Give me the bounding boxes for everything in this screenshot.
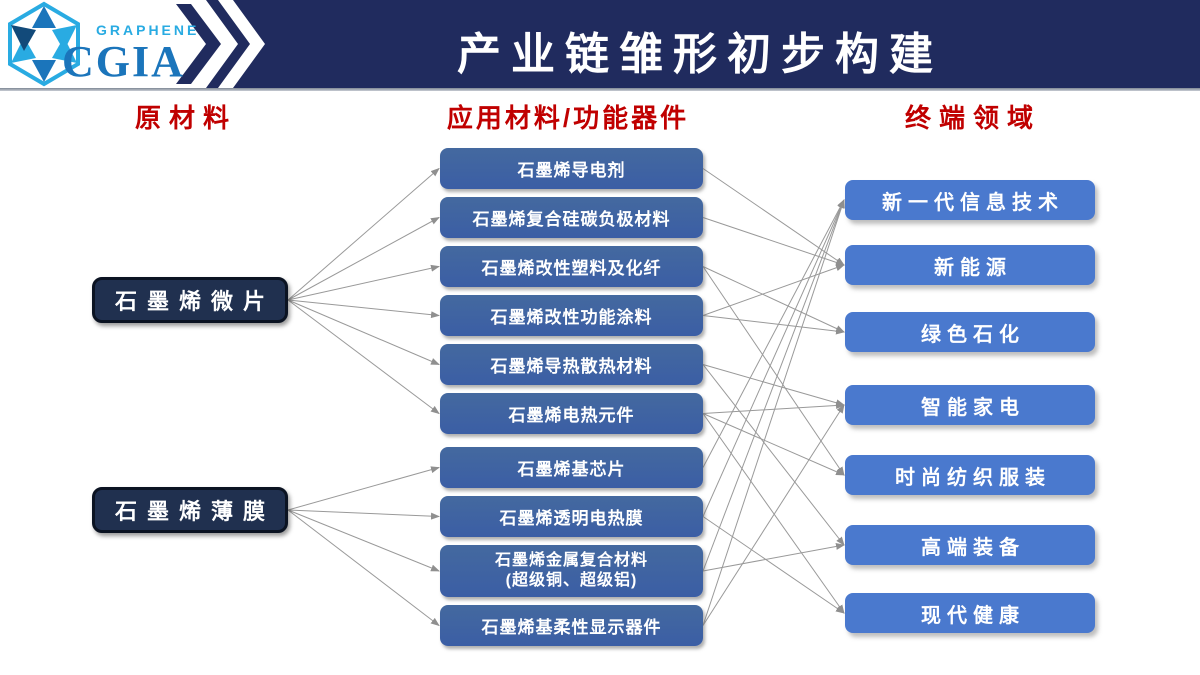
logo-subtext: GRAPHENE [96,22,200,38]
node-next-gen-it: 新一代信息技术 [845,180,1095,220]
column-header-applications: 应用材料/功能器件 [446,103,690,133]
node-smart-appliances: 智能家电 [845,385,1095,425]
node-green-petrochem: 绿色石化 [845,312,1095,352]
node-metal-composite-line1: 石墨烯金属复合材料 [494,552,648,569]
node-functional-coating: 石墨烯改性功能涂料 [440,295,703,336]
node-graphene-chip: 石墨烯基芯片 [440,447,703,488]
node-metal-composite-line2: (超级铜、超级铝) [505,572,638,589]
node-transparent-heating-film: 石墨烯透明电热膜 [440,496,703,537]
node-graphene-microplates: 石墨烯微片 [92,277,288,323]
node-silicon-carbon-anode: 石墨烯复合硅碳负极材料 [440,197,703,238]
node-thermal-materials: 石墨烯导热散热材料 [440,344,703,385]
logo-brand: CGIA [62,37,185,86]
node-fashion-textiles: 时尚纺织服装 [845,455,1095,495]
node-conductive-agent: 石墨烯导电剂 [440,148,703,189]
header-divider [0,88,1200,91]
node-new-energy: 新能源 [845,245,1095,285]
page-title: 产业链雏形初步构建 [457,30,943,79]
chevron-icon [176,4,221,84]
node-graphene-film: 石墨烯薄膜 [92,487,288,533]
cgia-logo-icon [8,1,80,87]
node-flexible-display: 石墨烯基柔性显示器件 [440,605,703,646]
column-header-end-fields: 终端领域 [904,103,1041,133]
node-electric-heating-element: 石墨烯电热元件 [440,393,703,434]
node-high-end-equipment: 高端装备 [845,525,1095,565]
node-modern-health: 现代健康 [845,593,1095,633]
column-header-raw-materials: 原材料 [134,103,237,133]
header-band [0,0,1200,88]
node-metal-composite: 石墨烯金属复合材料 (超级铜、超级铝) [440,545,703,597]
node-modified-plastics-fiber: 石墨烯改性塑料及化纤 [440,246,703,287]
